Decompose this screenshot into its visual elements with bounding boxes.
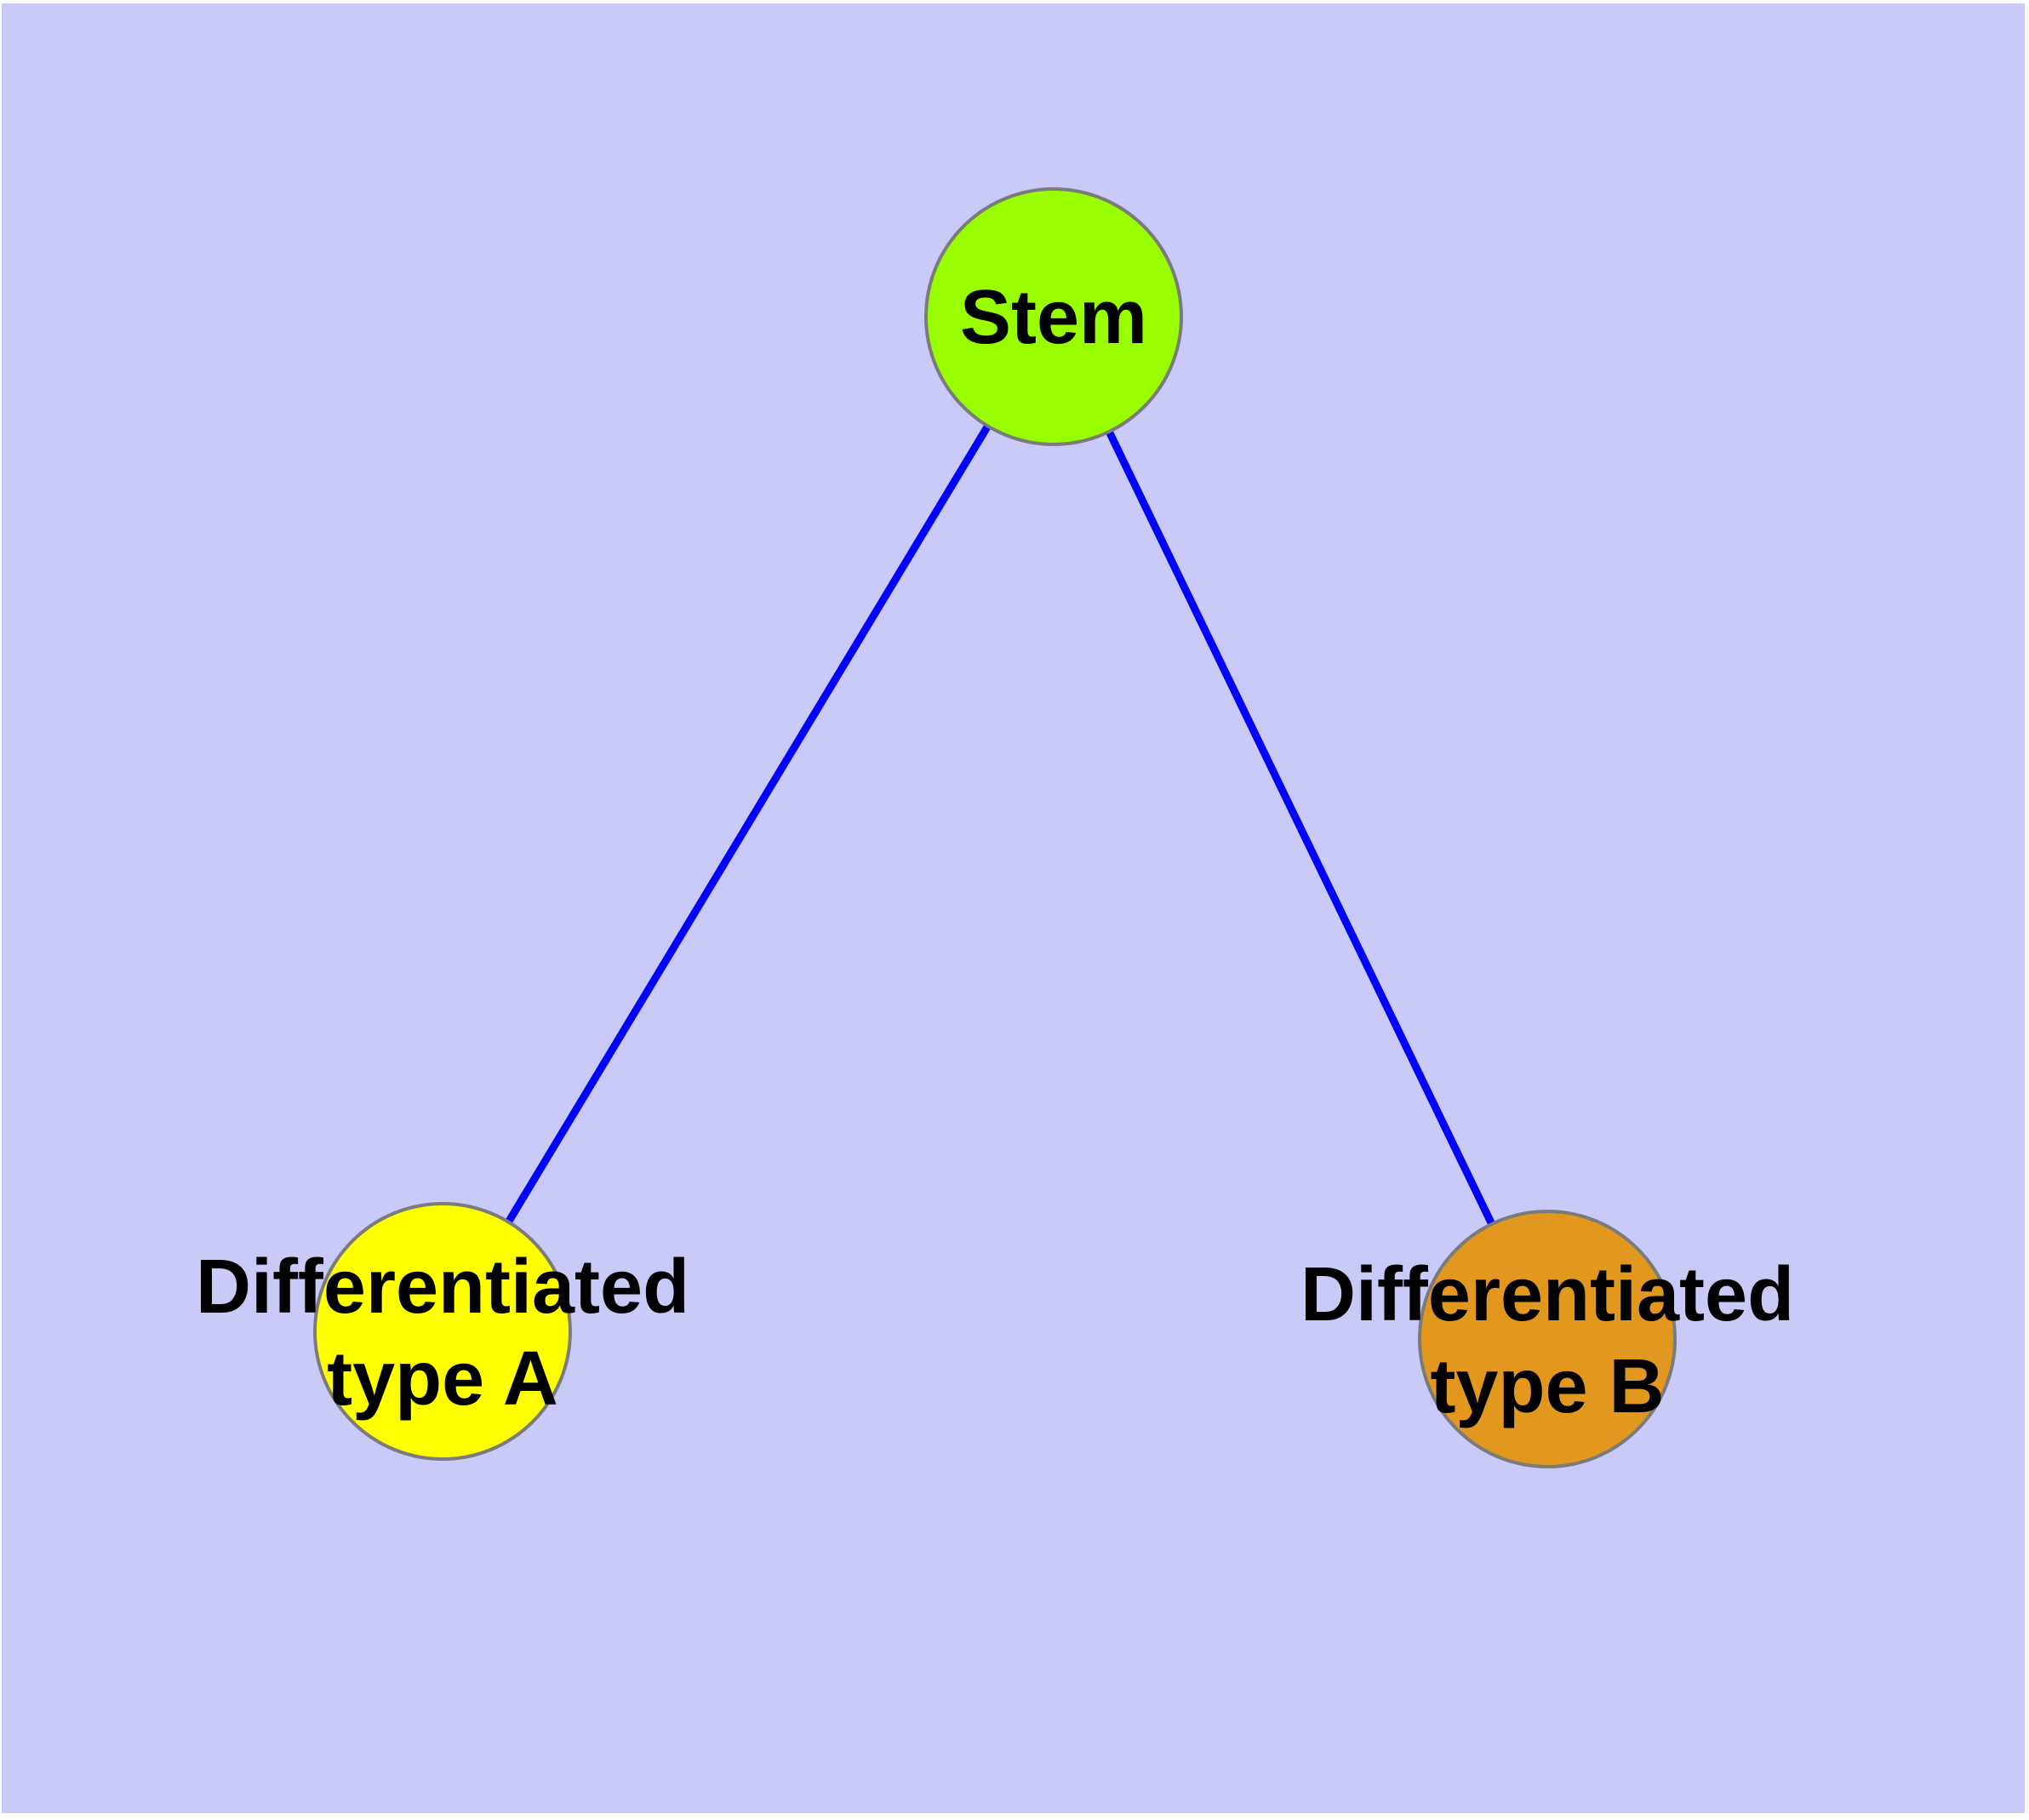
node-differentiated-type-b bbox=[1418, 1210, 1677, 1468]
edge-stem-to-type-a bbox=[439, 314, 1057, 1334]
node-label-differentiated-type-a: Differentiated type A bbox=[196, 1241, 689, 1425]
node-label-type-b-line1: Differentiated bbox=[1300, 1252, 1795, 1337]
node-label-stem-line: Stem bbox=[959, 275, 1148, 360]
node-label-type-a-line2: type A bbox=[327, 1336, 558, 1422]
node-label-type-a-line1: Differentiated bbox=[195, 1245, 690, 1330]
node-label-type-b-line2: type B bbox=[1430, 1344, 1665, 1429]
node-label-stem: Stem bbox=[960, 272, 1147, 363]
node-stem bbox=[924, 187, 1183, 446]
node-label-differentiated-type-b: Differentiated type B bbox=[1300, 1249, 1794, 1433]
edge-stem-to-type-b bbox=[1049, 315, 1552, 1341]
node-differentiated-type-a bbox=[313, 1202, 572, 1461]
